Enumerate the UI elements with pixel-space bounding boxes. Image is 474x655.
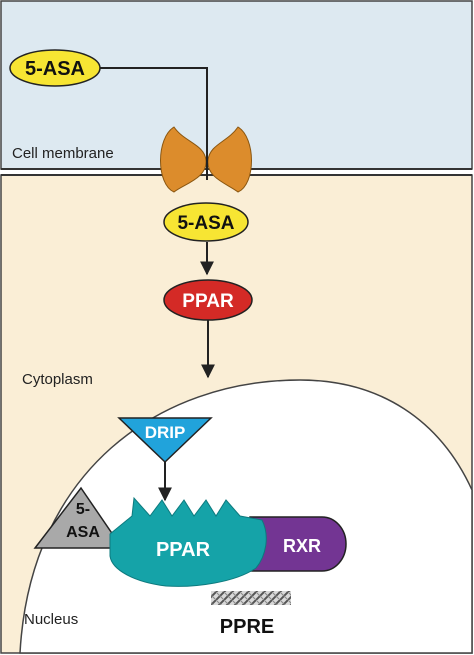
entry-path [98,67,208,180]
ppar-nucleus-node: PPAR [109,496,267,587]
ppar-nucleus-label: PPAR [156,539,211,561]
asa-inside-node: 5-ASA [163,202,249,242]
asa-triangle-label-line1: 5- [76,501,90,518]
drip-node: DRIP [117,417,213,464]
nucleus-region [19,379,473,654]
membrane-receptor [160,126,252,193]
asa-triangle-label-line2: ASA [66,524,100,541]
ppre-dna-strip [211,591,291,605]
asa-triangle-node: 5- ASA [33,486,124,549]
asa-inside-label: 5-ASA [177,213,234,234]
cell-membrane-label: Cell membrane [12,145,114,162]
ppre-label: PPRE [220,616,274,638]
receptor-right-half [207,126,252,193]
rxr-label: RXR [283,536,321,556]
cytoplasm-label: Cytoplasm [22,371,93,388]
nucleus-label: Nucleus [24,611,78,628]
asa-outside-node: 5-ASA [9,49,101,87]
drip-label: DRIP [145,423,186,442]
ppar-cytoplasm-node: PPAR [163,279,253,321]
rxr-node: RXR [249,516,347,572]
ppar-cytoplasm-label: PPAR [182,291,234,312]
asa-outside-label: 5-ASA [25,58,85,80]
receptor-left-half [160,126,207,193]
